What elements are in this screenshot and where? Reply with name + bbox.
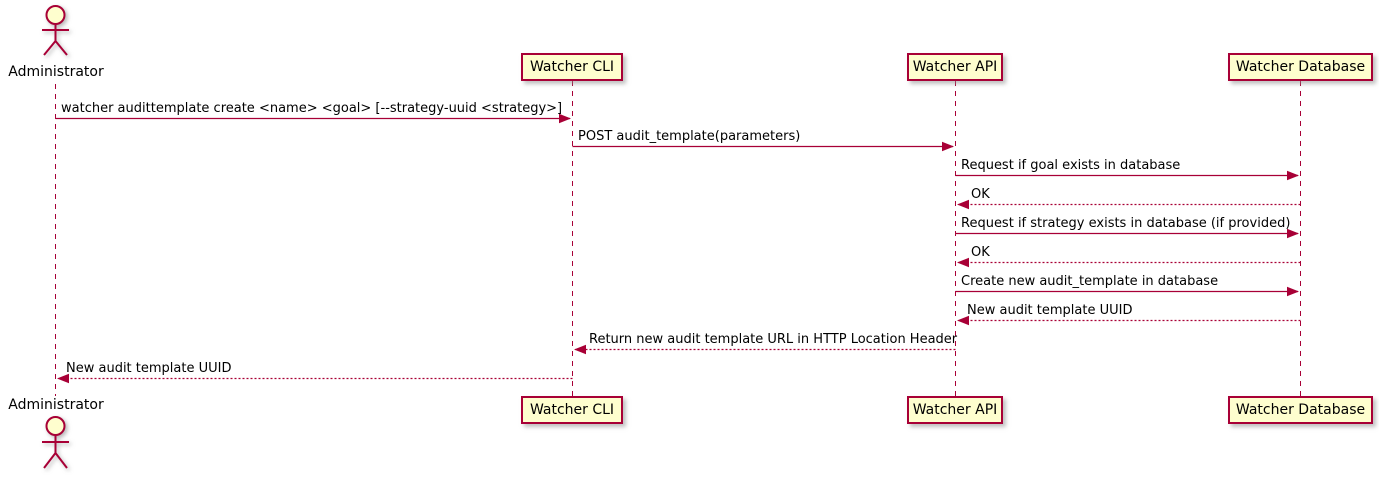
- participant-label: Watcher API: [912, 402, 998, 418]
- actor-leg-right: [54, 452, 68, 469]
- arrowhead-left-9: [574, 344, 586, 355]
- message-label-9: Return new audit template URL in HTTP Lo…: [589, 332, 958, 347]
- actor-icon-bottom: [42, 416, 69, 469]
- actor-label-top: Administrator: [8, 64, 104, 80]
- participant-label: Watcher Database: [1235, 59, 1366, 75]
- arrowhead-right-7: [1287, 286, 1299, 297]
- participant-label: Watcher Database: [1235, 402, 1366, 418]
- participant-watcher-cli-bottom: Watcher CLI: [521, 396, 623, 424]
- arrowhead-left-10: [57, 373, 69, 384]
- participant-watcher-api-top: Watcher API: [907, 53, 1003, 81]
- participant-watcher-api-bottom: Watcher API: [907, 396, 1003, 424]
- actor-icon-top: [42, 5, 69, 56]
- lifelines: [55, 81, 1301, 396]
- arrowhead-left-6: [957, 257, 969, 268]
- actor-leg-left: [43, 40, 57, 56]
- message-arrows: [55, 113, 1301, 384]
- actor-leg-left: [43, 452, 57, 469]
- message-label-7: Create new audit_template in database: [961, 274, 1219, 289]
- arrowhead-left-4: [957, 199, 969, 210]
- arrowhead-right-3: [1287, 170, 1299, 181]
- message-label-6: OK: [971, 245, 990, 260]
- actor-head: [45, 416, 66, 436]
- message-label-2: POST audit_template(parameters): [578, 129, 801, 144]
- message-label-1: watcher audittemplate create <name> <goa…: [61, 101, 563, 116]
- arrowhead-right-1: [559, 113, 571, 124]
- arrowhead-left-8: [957, 315, 969, 326]
- arrowhead-right-2: [942, 141, 954, 152]
- participant-watcher-database-top: Watcher Database: [1228, 53, 1373, 81]
- message-label-8: New audit template UUID: [967, 303, 1133, 318]
- participant-watcher-database-bottom: Watcher Database: [1228, 396, 1373, 424]
- message-label-4: OK: [971, 187, 990, 202]
- actor-label-bottom: Administrator: [8, 397, 104, 413]
- message-label-10: New audit template UUID: [66, 361, 232, 376]
- participant-label: Watcher API: [912, 59, 998, 75]
- message-label-5: Request if strategy exists in database (…: [961, 216, 1291, 231]
- participant-label: Watcher CLI: [529, 402, 615, 418]
- actor-leg-right: [54, 40, 68, 56]
- actor-head: [45, 5, 66, 25]
- message-label-3: Request if goal exists in database: [961, 158, 1181, 173]
- participant-label: Watcher CLI: [529, 59, 615, 75]
- participant-watcher-cli-top: Watcher CLI: [521, 53, 623, 81]
- arrowhead-right-5: [1287, 228, 1299, 239]
